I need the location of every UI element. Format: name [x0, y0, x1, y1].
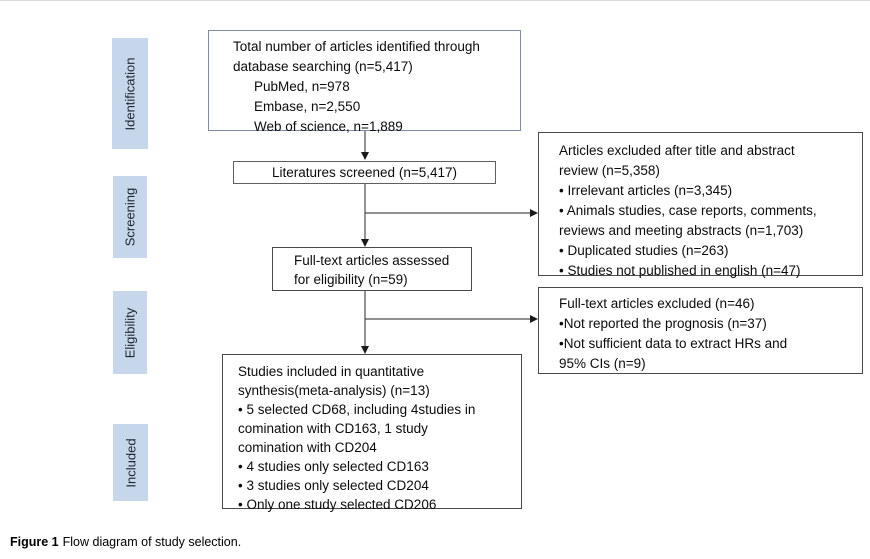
box-line: 95% CIs (n=9): [559, 356, 646, 371]
arrowhead-down-icon: [361, 152, 369, 160]
stage-label-included: Included: [113, 424, 148, 501]
box-line: synthesis(meta-analysis) (n=13): [238, 383, 430, 398]
box-line: • 3 studies only selected CD204: [238, 478, 429, 493]
box-line: comination with CD163, 1 study: [238, 421, 428, 436]
box-line: database searching (n=5,417): [233, 59, 413, 74]
box-line: Literatures screened (n=5,417): [272, 165, 457, 180]
box-line: comination with CD204: [238, 440, 377, 455]
stage-label-text: Included: [123, 437, 138, 488]
box-line: •Not reported the prognosis (n=37): [559, 316, 767, 331]
box-line: review (n=5,358): [559, 163, 660, 178]
box-line: • Animals studies, case reports, comment…: [559, 203, 817, 218]
box-line: Full-text articles assessed: [294, 253, 450, 268]
box-fulltext-assessed: Full-text articles assessed for eligibil…: [272, 247, 472, 291]
box-line: Embase, n=2,550: [254, 99, 361, 114]
arrowhead-right-icon: [530, 209, 538, 217]
box-line: • Duplicated studies (n=263): [559, 243, 729, 258]
box-line: for eligibility (n=59): [294, 272, 408, 287]
box-line: • 4 studies only selected CD163: [238, 459, 429, 474]
box-excluded-title-abstract: Articles excluded after title and abstra…: [538, 132, 863, 278]
box-line: Full-text articles excluded (n=46): [559, 296, 755, 311]
box-articles-identified: Total number of articles identified thro…: [208, 30, 521, 134]
stage-label-identification: Identification: [112, 38, 148, 149]
box-line: reviews and meeting abstracts (n=1,703): [559, 223, 804, 238]
box-fulltext-excluded: Full-text articles excluded (n=46) •Not …: [538, 287, 863, 374]
stage-label-text: Eligibility: [122, 307, 138, 358]
box-line: Total number of articles identified thro…: [233, 39, 480, 54]
box-line: • Studies not published in english (n=47…: [559, 263, 801, 278]
box-line: Web of science, n=1,889: [254, 119, 403, 134]
box-line: • 5 selected CD68, including 4studies in: [238, 402, 476, 417]
box-line: Articles excluded after title and abstra…: [559, 143, 795, 158]
figure-caption-number: Figure 1: [10, 535, 59, 549]
box-line: PubMed, n=978: [254, 79, 350, 94]
stage-label-eligibility: Eligibility: [113, 291, 147, 374]
arrowhead-right-icon: [530, 315, 538, 323]
box-line: • Irrelevant articles (n=3,345): [559, 183, 733, 198]
stage-label-text: Identification: [122, 57, 138, 130]
box-line: • Only one study selected CD206: [238, 497, 437, 512]
box-literatures-screened: Literatures screened (n=5,417): [233, 161, 496, 184]
stage-label-text: Screening: [122, 187, 138, 247]
box-line: •Not sufficient data to extract HRs and: [559, 336, 788, 351]
box-line: Studies included in quantitative: [238, 364, 425, 379]
box-studies-included: Studies included in quantitative synthes…: [222, 354, 522, 512]
arrowhead-down-icon: [361, 346, 369, 354]
stage-label-screening: Screening: [113, 176, 147, 258]
figure-caption-text: Flow diagram of study selection.: [62, 535, 242, 549]
arrowhead-down-icon: [361, 239, 369, 247]
